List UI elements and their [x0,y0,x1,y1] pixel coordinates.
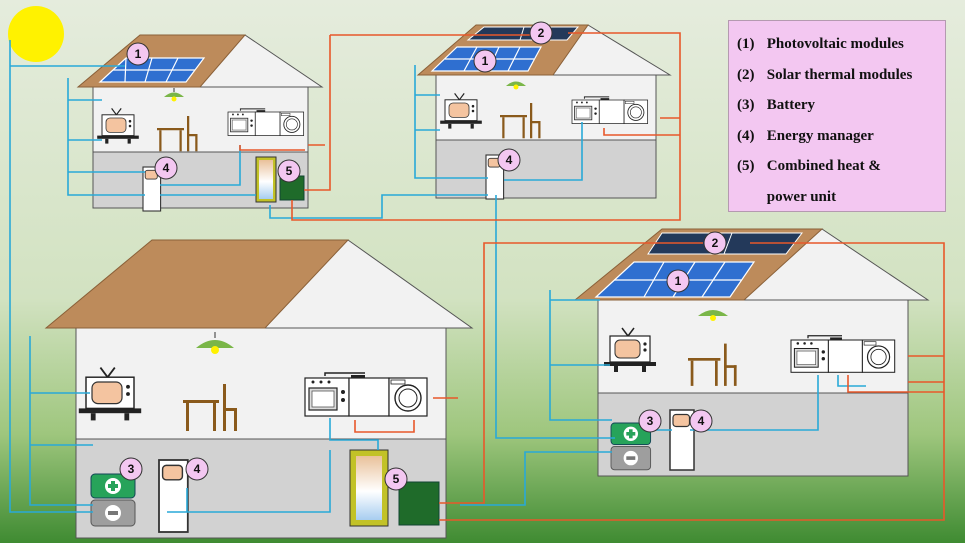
legend-box: (1) Photovoltaic modules (2) Solar therm… [728,20,946,212]
svg-text:1: 1 [482,54,489,68]
legend-item-battery: (3) Battery [737,97,816,113]
svg-text:4: 4 [506,153,513,167]
legend-item-chp: (5) Combined heat & [737,158,881,174]
svg-text:2: 2 [712,236,719,250]
house-bottom-left [44,239,474,539]
marker-manager-house-d: 4 [689,409,713,433]
sun-icon [8,6,64,62]
svg-text:2: 2 [538,26,545,40]
marker-chp-house-c: 5 [384,467,408,491]
svg-text:3: 3 [647,414,654,428]
marker-pv-house-d: 1 [666,269,690,293]
electric-lines [9,40,866,513]
house-top-left [76,34,324,212]
marker-pv-house-a: 1 [126,42,150,66]
svg-text:4: 4 [698,414,705,428]
svg-text:1: 1 [135,47,142,61]
legend-item-pv: (1) Photovoltaic modules [737,36,904,52]
svg-text:1: 1 [675,274,682,288]
svg-text:5: 5 [393,472,400,486]
svg-text:5: 5 [286,164,293,178]
marker-manager-house-b: 4 [497,148,521,172]
legend-item-thermal: (2) Solar thermal modules [737,66,913,83]
marker-pv-house-b: 1 [473,49,497,73]
marker-battery-house-d: 3 [638,409,662,433]
marker-manager-house-a: 4 [154,156,178,180]
marker-thermal-house-d: 2 [703,231,727,255]
marker-thermal-house-b: 2 [529,21,553,45]
marker-battery-house-c: 3 [119,457,143,481]
legend-item-chp-cont: power unit [766,188,837,205]
svg-text:3: 3 [128,462,135,476]
marker-manager-house-c: 4 [185,457,209,481]
svg-text:4: 4 [194,462,201,476]
svg-text:4: 4 [163,161,170,175]
marker-chp-house-a: 5 [277,159,301,183]
heat-lines [239,32,945,521]
legend-item-manager: (4) Energy manager [737,127,874,144]
house-bottom-right [573,228,930,477]
markers: 1 4 5 2 1 4 3 4 5 2 1 3 4 [119,21,727,491]
